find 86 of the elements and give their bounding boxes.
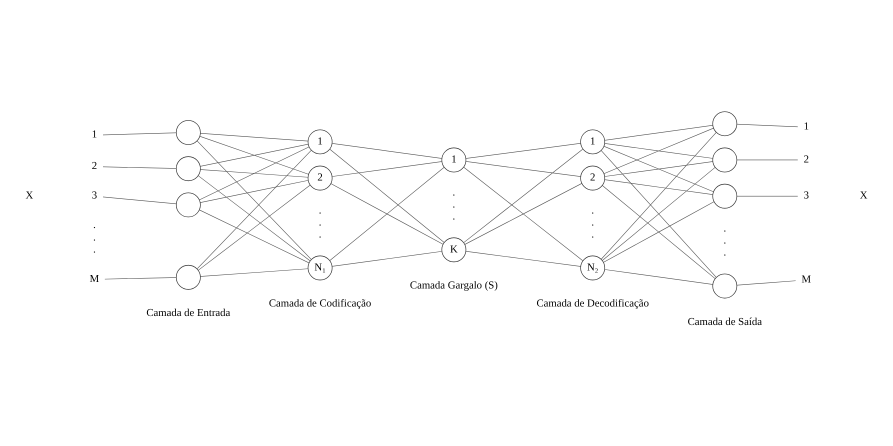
connector (200, 180, 308, 203)
label: X (26, 190, 34, 202)
connector (200, 268, 308, 277)
node-circle (712, 184, 738, 209)
connector (332, 161, 442, 177)
label: . (93, 243, 96, 256)
connector (199, 210, 310, 264)
node-text: 3 (92, 190, 98, 202)
connector (463, 148, 584, 243)
connector (102, 132, 176, 136)
label: . (93, 219, 96, 232)
node-text: 2 (804, 154, 809, 166)
connector (102, 196, 176, 204)
node-text: 1 (804, 120, 809, 133)
node-circle: 2 (580, 166, 606, 190)
connector (604, 143, 713, 159)
connector (604, 269, 713, 285)
connector (466, 143, 581, 159)
connector (330, 148, 445, 243)
node-circle: K (441, 237, 466, 262)
connector (603, 201, 714, 263)
connector (604, 125, 713, 141)
connector (332, 251, 442, 267)
node-circle: 1 (580, 129, 606, 154)
label: . (452, 210, 456, 223)
connector (736, 280, 796, 286)
node-circle: N₁ (308, 256, 332, 280)
connector (198, 184, 310, 270)
node-circle (712, 274, 738, 298)
node-text: 3 (804, 190, 809, 202)
connector (330, 183, 444, 245)
connector (199, 146, 310, 200)
label: . (452, 186, 456, 198)
node-circle (176, 156, 201, 182)
connector (604, 161, 713, 177)
connector (601, 132, 717, 260)
connector (200, 136, 309, 175)
label: . (591, 204, 594, 216)
label: Camada Gargalo (S) (410, 280, 498, 292)
connector (198, 176, 310, 262)
node-circle (176, 120, 201, 145)
label: . (318, 216, 322, 229)
label: . (318, 228, 322, 241)
connector (200, 144, 308, 167)
node-circle: 1 (308, 129, 332, 154)
connector (102, 166, 176, 169)
label: . (318, 204, 322, 216)
node-text: M (90, 272, 100, 285)
connector (104, 277, 176, 280)
label: . (452, 198, 456, 210)
node-text: 1 (92, 128, 98, 141)
label: X (860, 190, 868, 202)
node-text: M (802, 274, 812, 286)
connector (330, 167, 445, 261)
label: . (723, 222, 726, 235)
label: Camada de Entrada (146, 307, 230, 320)
node-circle (712, 148, 738, 172)
label: Camada de Codificação (268, 298, 372, 310)
label: Camada de Saída (688, 316, 762, 328)
node-circle: N₂ (580, 256, 606, 280)
label: . (723, 234, 726, 247)
node-circle (712, 111, 738, 136)
node-circle (176, 264, 201, 290)
connector (464, 183, 582, 245)
label: . (93, 231, 96, 244)
connector (601, 150, 717, 278)
connector (466, 161, 581, 177)
connector (604, 179, 713, 195)
connector (466, 251, 581, 267)
connector (604, 146, 714, 192)
label: . (591, 216, 594, 229)
connector (463, 166, 584, 261)
label: Camada de Decodificação (536, 298, 649, 310)
label: . (723, 246, 726, 259)
node-circle: 1 (441, 148, 466, 172)
label: . (591, 228, 594, 241)
connector (332, 143, 442, 159)
connector (200, 169, 308, 178)
node-circle: 2 (308, 166, 332, 190)
node-circle (176, 192, 201, 218)
connector (602, 185, 716, 279)
connector (736, 124, 798, 128)
node-text: 2 (92, 160, 98, 172)
connector (602, 167, 716, 261)
connector (200, 133, 308, 142)
connector (604, 128, 714, 174)
